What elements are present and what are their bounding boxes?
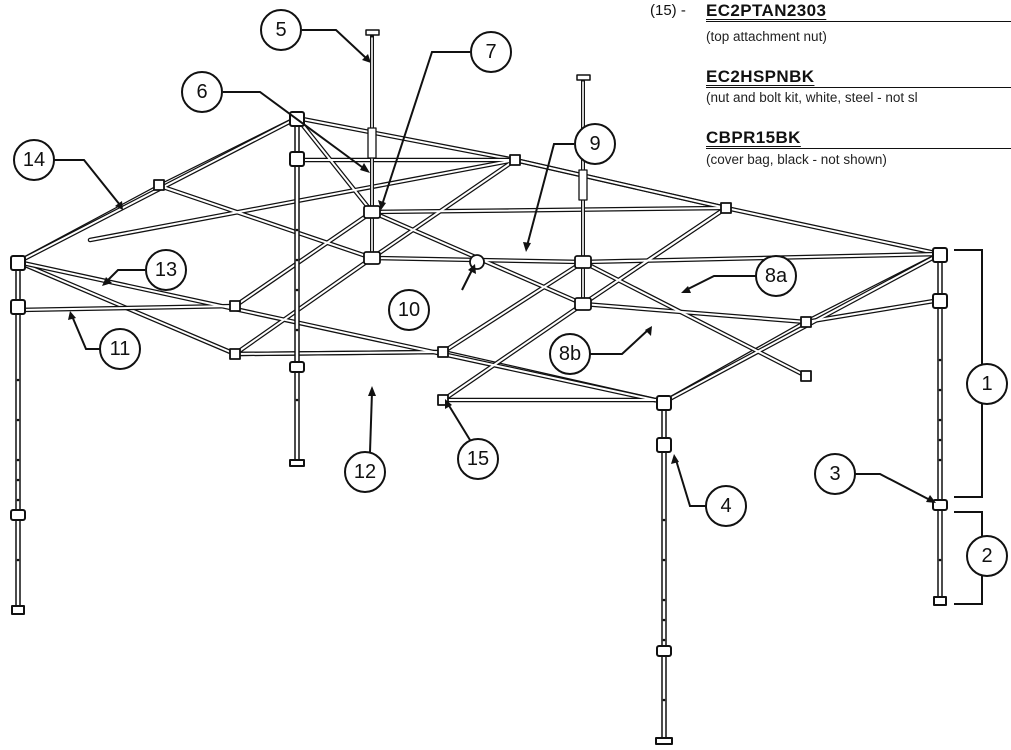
divider (706, 148, 1011, 149)
arrowheads (68, 54, 936, 503)
callout-5-circle (260, 9, 302, 51)
part-code: CBPR15BK (706, 128, 801, 147)
callout-12-circle (344, 451, 386, 493)
callout-15: 15 (467, 448, 489, 470)
callout-12: 12 (354, 461, 376, 483)
callout-9-circle (574, 123, 616, 165)
callout-1-circle (966, 363, 1008, 405)
part-description: (top attachment nut) (706, 29, 827, 44)
feet (11, 459, 947, 745)
parts-list: (15) - EC2PTAN2303 (top attachment nut) … (622, 0, 1011, 200)
callout-labels: 5 6 7 9 10 14 13 11 12 15 8a 8b 4 3 1 2 (23, 19, 993, 567)
leaders (54, 29, 983, 605)
part-description: (nut and bolt kit, white, steel - not sl (706, 90, 918, 105)
callout-11: 11 (110, 338, 131, 360)
divider (706, 87, 1011, 88)
callout-circles (13, 9, 1008, 577)
callout-13: 13 (155, 259, 177, 281)
callout-9: 9 (589, 133, 600, 155)
callout-11-circle (99, 328, 141, 370)
joints (153, 154, 812, 406)
callout-5: 5 (275, 19, 286, 41)
callout-14: 14 (23, 149, 45, 171)
callout-15-circle (457, 438, 499, 480)
callout-6: 6 (196, 81, 207, 103)
callout-2: 2 (981, 545, 992, 567)
callout-7-circle (470, 31, 512, 73)
callout-4: 4 (720, 495, 731, 517)
frame-drawing (10, 29, 948, 745)
callout-7: 7 (485, 41, 496, 63)
callout-8a: 8a (765, 265, 788, 287)
part-code: EC2HSPNBK (706, 67, 815, 86)
callout-8a-circle (755, 255, 797, 297)
callout-14-circle (13, 139, 55, 181)
callout-4-circle (705, 485, 747, 527)
callout-10: 10 (398, 299, 420, 321)
callout-1: 1 (981, 373, 992, 395)
callout-2-circle (966, 535, 1008, 577)
divider (706, 21, 1011, 22)
pole-cap (576, 74, 591, 81)
part-code: EC2PTAN2303 (706, 1, 827, 20)
part-description: (cover bag, black - not shown) (706, 152, 887, 167)
callout-8b: 8b (559, 343, 581, 365)
callout-3: 3 (829, 463, 840, 485)
callout-13-circle (145, 249, 187, 291)
callout-10-circle (388, 289, 430, 331)
parts-prefix: (15) - (650, 2, 686, 19)
callout-3-circle (814, 453, 856, 495)
pole-cap (365, 29, 380, 36)
callout-6-circle (181, 71, 223, 113)
callout-8b-circle (549, 333, 591, 375)
leg-holes (16, 228, 942, 702)
